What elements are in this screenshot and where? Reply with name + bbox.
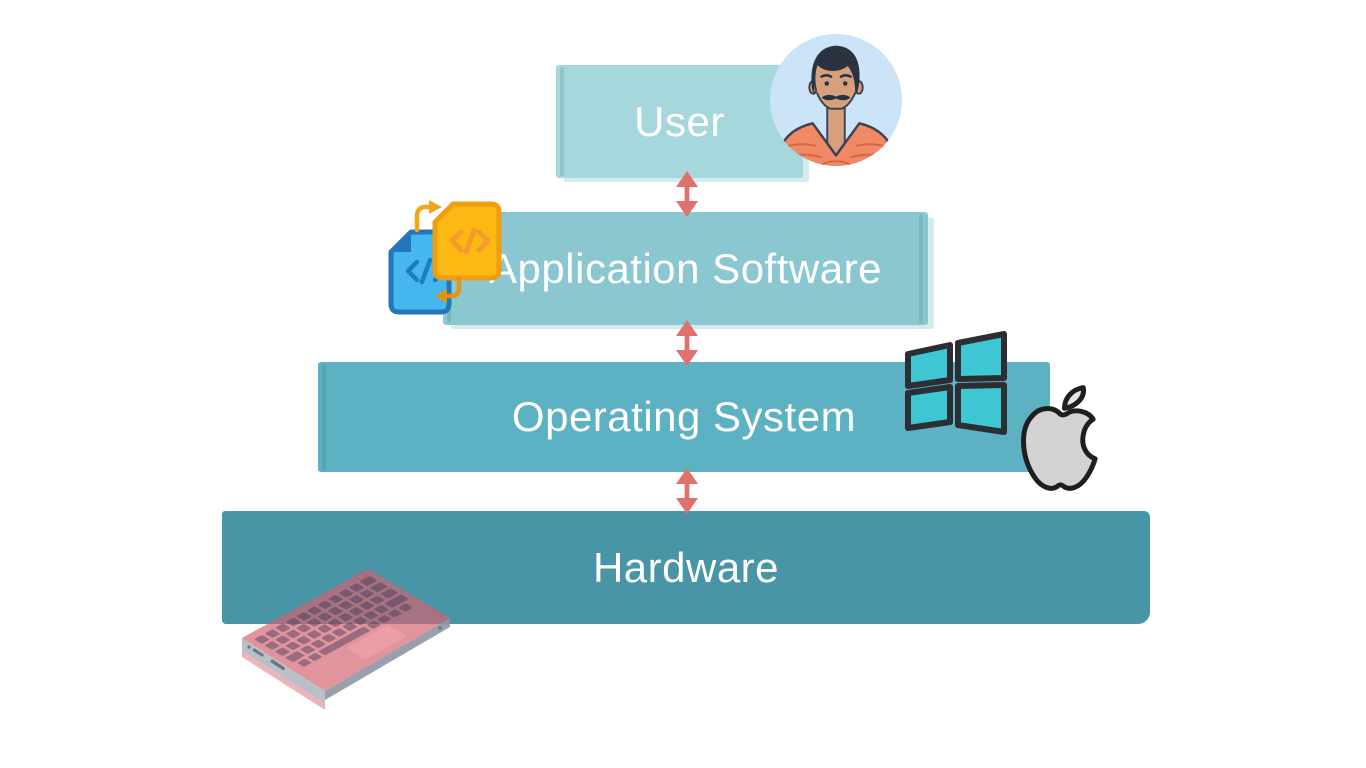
laptop-icon (220, 553, 472, 718)
double-arrow-icon-user-application (675, 171, 699, 217)
double-arrow-icon-application-os (675, 320, 699, 366)
user-avatar-icon (768, 32, 904, 168)
bevel-line (919, 214, 923, 323)
bevel-line (322, 364, 326, 470)
bevel-line (560, 67, 564, 176)
layer-label-application-software: Application Software (489, 244, 882, 292)
apple-logo-icon (1013, 382, 1107, 502)
layer-label-operating-system: Operating System (511, 393, 857, 440)
layer-label-user: User (634, 97, 725, 145)
layer-bar-application-software: Application Software (443, 212, 928, 325)
layer-bar-hardware: Hardware (222, 511, 1150, 624)
layer-label-hardware: Hardware (592, 543, 780, 591)
double-arrow-icon-os-hardware (675, 468, 699, 514)
code-files-icon (383, 192, 505, 320)
windows-logo-icon (903, 330, 1009, 437)
layer-bar-user: User (556, 65, 803, 178)
